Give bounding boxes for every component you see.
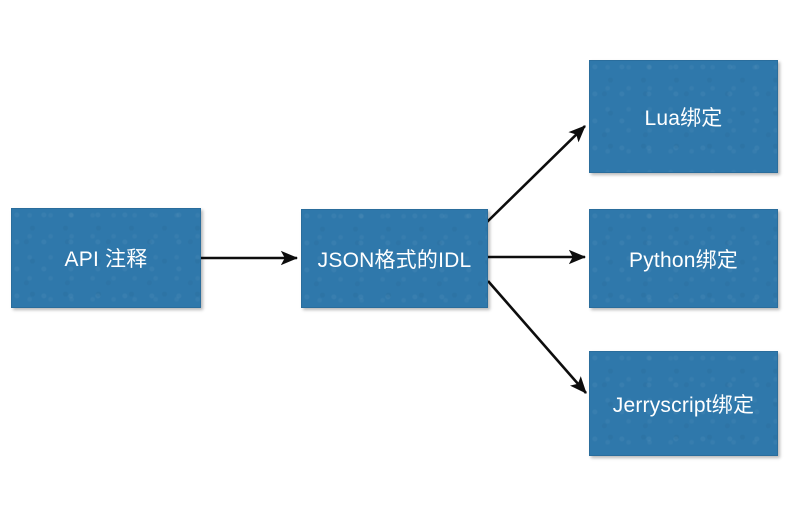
node-lua-binding-label: Lua绑定: [644, 106, 723, 130]
node-jerryscript-binding-label: Jerryscript绑定: [612, 393, 755, 417]
edge-idl-to-jerryscript: [487, 280, 587, 394]
node-api-annotation-label: API 注释: [64, 248, 148, 271]
edge-idl-to-lua: [486, 125, 586, 223]
node-jerryscript-binding[interactable]: Jerryscript绑定: [589, 351, 778, 456]
node-api-annotation[interactable]: API 注释: [11, 208, 201, 308]
node-python-binding[interactable]: Python绑定: [589, 209, 778, 308]
node-json-idl[interactable]: JSON格式的IDL: [301, 209, 488, 308]
node-lua-binding[interactable]: Lua绑定: [589, 60, 778, 173]
node-json-idl-label: JSON格式的IDL: [317, 248, 472, 272]
node-python-binding-label: Python绑定: [629, 248, 738, 272]
